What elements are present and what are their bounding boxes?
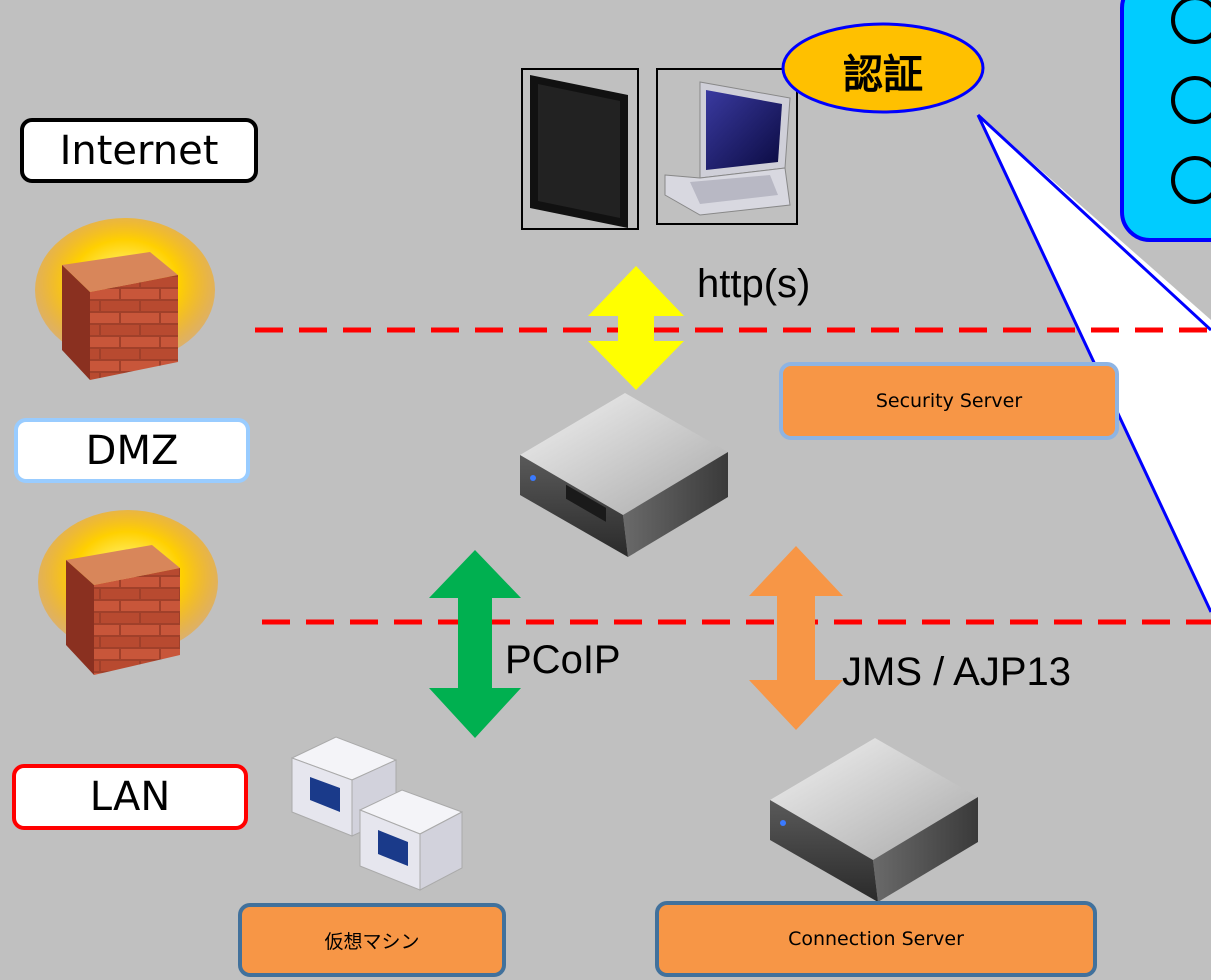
- firewall-icon-2: [38, 510, 218, 675]
- pcoip-arrow: [429, 550, 521, 738]
- https-arrow: [588, 266, 684, 390]
- tablet-icon: [521, 68, 639, 230]
- auth-badge: [781, 22, 985, 114]
- protocol-label-https: http(s): [697, 262, 811, 306]
- firewall-icon-1: [35, 218, 215, 380]
- security-server-label: Security Server: [779, 362, 1119, 440]
- protocol-label-jms: JMS / AJP13: [842, 650, 1071, 694]
- security-server-icon: [520, 393, 728, 557]
- virtual-machine-icon: [290, 736, 464, 891]
- laptop-icon: [656, 68, 798, 225]
- virtual-machine-label: 仮想マシン: [238, 903, 506, 977]
- info-callout: [1120, 0, 1211, 242]
- zone-label-dmz: DMZ: [14, 418, 250, 483]
- connection-server-icon: [770, 738, 978, 902]
- auth-label: 認証: [843, 52, 923, 98]
- zone-label-internet: Internet: [20, 118, 258, 183]
- jms-arrow: [749, 546, 843, 730]
- zone-label-lan: LAN: [12, 764, 248, 830]
- connection-server-label: Connection Server: [655, 901, 1097, 977]
- protocol-label-pcoip: PCoIP: [505, 638, 621, 682]
